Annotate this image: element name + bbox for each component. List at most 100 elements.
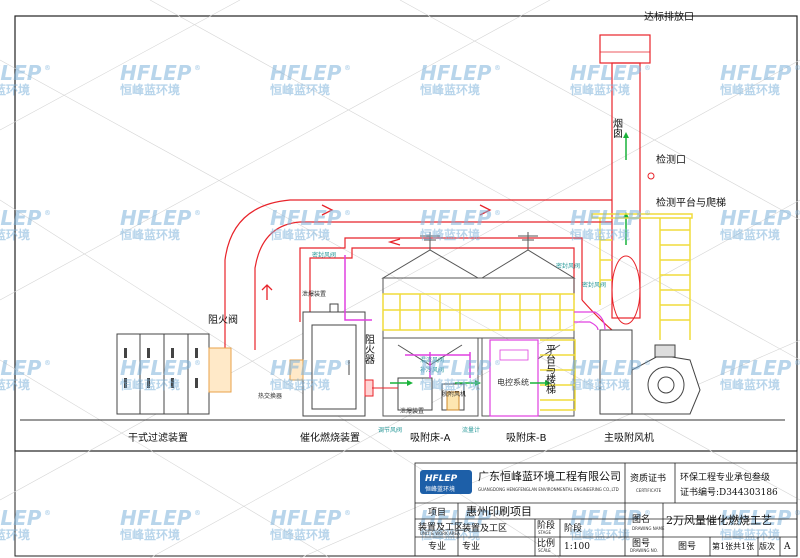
watermark-mark: ® — [494, 209, 501, 217]
area-value: 装置及工区 — [462, 522, 507, 534]
project-name: 惠州印刷项目 — [466, 504, 532, 518]
watermark-mark: ® — [194, 64, 201, 72]
scale-value: 1:100 — [564, 542, 590, 552]
stage-value: 阶段 — [564, 522, 582, 534]
project-label: 项目 — [428, 507, 446, 518]
note-heat-exchanger: 热交换器 — [258, 392, 282, 400]
duct-arrows — [261, 204, 492, 300]
watermark-mark: ® — [494, 359, 501, 367]
watermark-cn: 恒峰蓝环境 — [570, 227, 630, 242]
note-valve-right: 密封风阀 — [582, 281, 606, 289]
watermark-brand: HFLEP — [720, 506, 792, 530]
watermark-cn: 恒峰蓝环境 — [720, 82, 780, 97]
logo-cn: 恒峰蓝环境 — [425, 485, 455, 493]
watermark-cn: 恒峰蓝环境 — [0, 527, 30, 542]
drawing-no-value: 图号 — [678, 541, 696, 552]
label-platform-ladder: 平台与楼梯 — [544, 344, 556, 395]
label-outlet: 达标排放口 — [644, 10, 694, 23]
note-pressure-bottom: 泄爆装置 — [400, 407, 424, 415]
sheet-info: 第1张共1张 — [712, 541, 754, 551]
process-pipes — [344, 255, 471, 378]
watermark-cn: 恒峰蓝环境 — [0, 227, 30, 242]
watermark-cn: 恒峰蓝环境 — [120, 377, 180, 392]
watermark-brand: HFLEP — [0, 506, 42, 530]
company-logo: HFLEP 恒峰蓝环境 — [420, 470, 472, 494]
watermark-brand: HFLEP — [120, 356, 192, 380]
watermark-mark: ® — [344, 359, 351, 367]
watermark-cn: 恒峰蓝环境 — [120, 227, 180, 242]
watermark-mark: ® — [194, 209, 201, 217]
watermark-brand: HFLEP — [570, 206, 642, 230]
note-pressure-top: 泄爆装置 — [302, 290, 326, 298]
drawing-labels: 达标排放口 烟囱 检测口 检测平台与爬梯 阻火阀 平台与楼梯 阻火器 干式过滤装… — [128, 10, 726, 444]
watermark-mark: ® — [644, 64, 651, 72]
watermark-mark: ® — [794, 209, 800, 217]
watermark-cn: 恒峰蓝环境 — [420, 227, 480, 242]
label-test-platform: 检测平台与爬梯 — [656, 196, 726, 209]
watermark-mark: ® — [494, 64, 501, 72]
cert-number: 证书编号:D344303186 — [680, 486, 778, 498]
watermark-mark: ® — [344, 509, 351, 517]
watermark-brand: HFLEP — [270, 356, 342, 380]
watermark-cn: 恒峰蓝环境 — [420, 82, 480, 97]
small-devices — [372, 377, 465, 411]
title-block — [414, 462, 798, 557]
watermark-brand: HFLEP — [720, 206, 792, 230]
version-label: 版次 — [759, 541, 775, 551]
watermark-mark: ® — [44, 64, 51, 72]
version-value: A — [783, 542, 791, 552]
watermark-cn: 恒峰蓝环境 — [720, 227, 780, 242]
watermark-mark: ® — [44, 359, 51, 367]
watermark-mark: ® — [194, 359, 201, 367]
watermark-mark: ® — [644, 509, 651, 517]
sheet-border — [14, 15, 798, 557]
watermark-brand: HFLEP — [0, 356, 42, 380]
note-mixing-valve: 混流风阀 — [420, 356, 444, 364]
watermark-mark: ® — [44, 509, 51, 517]
watermark-brand: HFLEP — [0, 206, 42, 230]
watermark-brand: HFLEP — [720, 61, 792, 85]
label-flame-arrester: 阻火器 — [363, 334, 375, 365]
watermark-brand: HFLEP — [120, 61, 192, 85]
major-value: 专业 — [462, 540, 480, 552]
watermark-brand: HFLEP — [420, 356, 492, 380]
label-bed-b: 吸附床-B — [506, 431, 547, 444]
note-air-valve-bottom: 调节风阀 — [378, 426, 402, 434]
note-flow-meter: 流量计 — [462, 426, 480, 434]
watermark-brand: HFLEP — [270, 506, 342, 530]
watermark-cn: 恒峰蓝环境 — [120, 527, 180, 542]
cert-label-en: CERTIFICATE — [636, 488, 662, 493]
watermark-cn: 恒峰蓝环境 — [270, 377, 330, 392]
watermark-cn: 恒峰蓝环境 — [420, 527, 480, 542]
area-label-en: UNIT & WORK AREA — [420, 531, 460, 536]
watermark-cn: 恒峰蓝环境 — [120, 82, 180, 97]
logo-text: HFLEP — [425, 474, 458, 484]
test-platform — [591, 213, 693, 340]
watermark-brand: HFLEP — [570, 356, 642, 380]
watermark-brand: HFLEP — [420, 506, 492, 530]
watermark-cn: 恒峰蓝环境 — [570, 82, 630, 97]
drawing-no-label-en: DRAWING NO. — [630, 548, 658, 553]
duct-network — [224, 199, 613, 350]
watermark-brand: HFLEP — [420, 61, 492, 85]
note-desorption-fan: 脱附风机 — [442, 390, 466, 398]
watermark-mark: ® — [344, 209, 351, 217]
drawing-no-label: 图号 — [632, 538, 650, 549]
watermark-brand: HFLEP — [120, 206, 192, 230]
company-name: 广东恒峰蓝环境工程有限公司 — [478, 469, 621, 483]
watermark-mark: ® — [344, 64, 351, 72]
note-valve-top-right: 密封风阀 — [556, 262, 580, 270]
watermark-brand: HFLEP — [420, 206, 492, 230]
label-bed-a: 吸附床-A — [410, 431, 451, 444]
drawing-name: 2万风量催化燃烧工艺 — [666, 513, 772, 527]
scale-label: 比例 — [537, 537, 555, 549]
company-name-en: GUANGDONG HENGFENGLAN ENVIRONMENTAL ENGI… — [478, 487, 619, 492]
watermark-brand: HFLEP — [720, 356, 792, 380]
note-valve-top-left: 密封风阀 — [312, 251, 336, 259]
label-dry-filter: 干式过滤装置 — [128, 431, 188, 444]
watermark-brand: HFLEP — [0, 61, 42, 85]
watermark-mark: ® — [794, 359, 800, 367]
drawing-name-label: 图名 — [632, 513, 650, 525]
